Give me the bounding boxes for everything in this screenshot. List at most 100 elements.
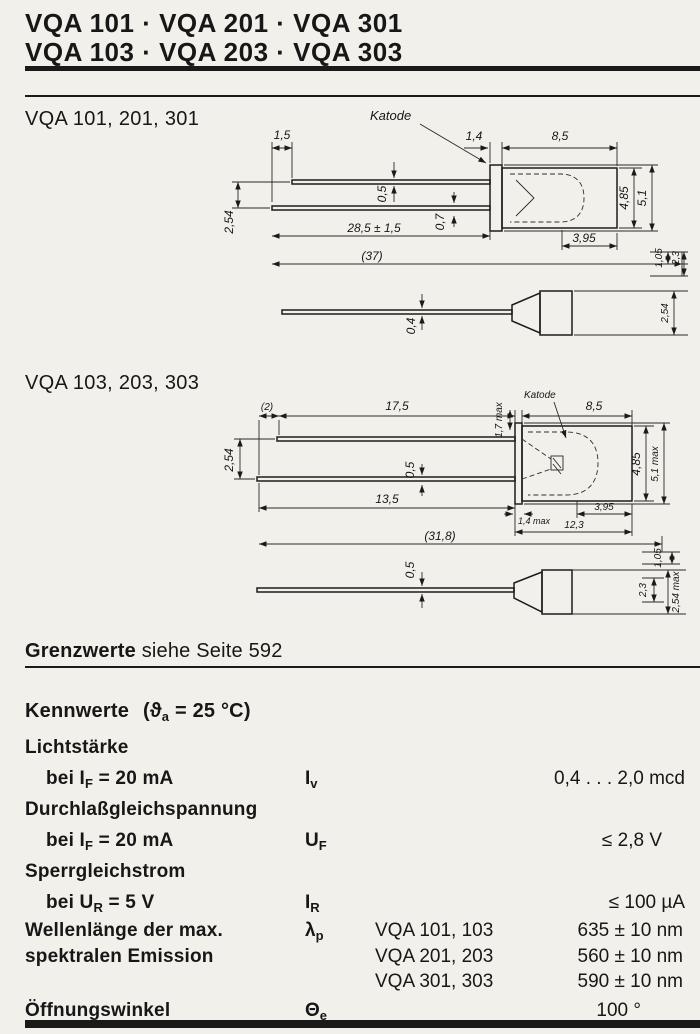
symbol-subscript: e [319, 1008, 328, 1023]
cond-lichtstaerke: bei IF = 20 mA [46, 768, 174, 791]
symbol-main: Θ [305, 1000, 320, 1021]
dim-r2-101: 2,3 [671, 251, 682, 266]
symbol-ir: IR [305, 892, 320, 915]
cond-subscript: F [85, 838, 94, 853]
page-title-line2: VQA 103 · VQA 203 · VQA 303 [25, 37, 403, 67]
group-lichtstaerke: Lichtstärke [25, 737, 129, 758]
value-lichtstaerke: 0,4 . . . 2,0 mcd [554, 768, 685, 789]
variant-value-1: 635 ± 10 nm [577, 920, 684, 941]
cond-text: bei I [46, 830, 86, 851]
dim-side-lead-103: 0,5 [403, 561, 417, 578]
drawing-vqa101: 1,5 Katode 1,4 8,5 0,5 4,85 5,1 2,54 28,… [222, 108, 688, 336]
dim-r2-103: 2,3 [638, 583, 649, 598]
dim-lead-pitch-103: 2,54 [222, 448, 236, 473]
dim-r3-101: 2,54 [660, 303, 671, 324]
dim-lead-offset-101: 1,5 [274, 128, 291, 142]
dim-upper-lead-103: 17,5 [385, 399, 409, 413]
dim-side-lead-101: 0,4 [404, 317, 418, 334]
title-rule [25, 66, 700, 71]
dim-r1-103: 1,05 [653, 548, 664, 568]
kennwerte-heading: Kennwerte (ϑa = 25 °C) [25, 700, 251, 724]
symbol-main: U [305, 830, 319, 851]
cond-durchlass: bei IF = 20 mA [46, 830, 174, 853]
dim-body-dia-101: 4,85 [617, 186, 631, 210]
dim-cap-len-101: 3,95 [572, 231, 596, 245]
dim-tip-offset-103: (2) [261, 402, 273, 413]
dimension-lines-101 [232, 123, 688, 336]
dim-r1-101: 1,05 [654, 248, 665, 268]
dim-inner-103: 12,3 [564, 520, 584, 531]
value-oeffnungswinkel: 100 ° [596, 1000, 641, 1021]
dim-overall-103: (31,8) [424, 529, 455, 543]
cond-rest: = 20 mA [93, 768, 174, 789]
section1-title: VQA 101, 201, 301 [25, 108, 200, 130]
page-title-line1: VQA 101 · VQA 201 · VQA 301 [25, 8, 403, 38]
sideview-package-101 [281, 290, 573, 336]
symbol-theta-e: Θe [305, 1000, 328, 1023]
dim-flange-len-101: 1,4 [466, 129, 483, 143]
dim-lead-len-101: 28,5 ± 1,5 [346, 221, 401, 235]
cond-rest: = 5 V [103, 892, 155, 913]
symbol-subscript: v [310, 776, 318, 791]
value-sperr: ≤ 100 µA [608, 892, 685, 913]
dim-notch-101: 0,7 [433, 212, 447, 230]
topview-package-103 [256, 422, 633, 505]
dim-body-len-101: 8,5 [552, 129, 569, 143]
cond-subscript: R [93, 900, 104, 915]
variant-value-2: 560 ± 10 nm [577, 946, 684, 967]
dim-lead-thick-101: 0,5 [375, 185, 389, 202]
variant-name-3: VQA 301, 303 [375, 971, 494, 992]
symbol-lambda-p: λp [305, 920, 324, 943]
variant-name-2: VQA 201, 203 [375, 946, 494, 967]
symbol-main: I [305, 892, 311, 913]
grenzwerte-bold: Grenzwerte [25, 640, 136, 662]
dim-overall-101: (37) [361, 249, 382, 263]
dim-lead-pitch-101: 2,54 [222, 210, 236, 235]
dim-flange-dia-101: 5,1 [635, 190, 649, 207]
dim-flange-dia-103: 5,1 max [650, 445, 661, 482]
label-wellenlaenge-1: Wellenlänge der max. [25, 920, 223, 941]
bottom-rule [25, 1020, 700, 1028]
katode-label-101: Katode [370, 108, 411, 123]
dim-kink-103: 1,7 max [494, 401, 505, 438]
value-durchlass: ≤ 2,8 V [601, 830, 662, 851]
kennwerte-title: Kennwerte [25, 700, 130, 722]
section2-title: VQA 103, 203, 303 [25, 372, 200, 394]
cond-subscript: F [85, 776, 94, 791]
label-wellenlaenge-2: spektralen Emission [25, 946, 214, 967]
kennwerte-condition: (ϑa = 25 °C) [143, 700, 251, 724]
dim-lower-lead-103: 13,5 [375, 492, 399, 506]
dim-r3-103: 2,54 max [671, 570, 682, 613]
symbol-uf: UF [305, 830, 327, 853]
cond-post: = 25 °C) [169, 700, 251, 722]
cond-sub: a [161, 709, 170, 724]
symbol-subscript: R [310, 900, 320, 915]
variant-name-1: VQA 101, 103 [375, 920, 494, 941]
symbol-subscript: p [315, 928, 324, 943]
topview-package-101 [271, 164, 618, 232]
katode-label-103: Katode [524, 390, 556, 401]
cond-sperr: bei UR = 5 V [46, 892, 155, 915]
sideview-package-103 [256, 569, 573, 615]
dim-cap-len-103: 3,95 [594, 502, 614, 513]
drawing-vqa103: (2) 17,5 1,7 max Katode 8,5 2,54 0,5 4,8… [222, 390, 686, 615]
symbol-main: λ [305, 920, 316, 941]
dimension-lines-103 [234, 401, 686, 615]
grenzwerte-line: Grenzwerte siehe Seite 592 [25, 640, 283, 663]
cond-text: bei I [46, 768, 86, 789]
cond-rest: = 20 mA [93, 830, 174, 851]
section-rule-top [25, 95, 700, 97]
symbol-main: I [305, 768, 311, 789]
group-sperr: Sperrgleichstrom [25, 861, 186, 882]
dim-flange-len-103: 1,4 max [518, 516, 551, 526]
symbol-iv: Iv [305, 768, 318, 791]
variant-value-3: 590 ± 10 nm [577, 971, 684, 992]
symbol-subscript: F [318, 838, 327, 853]
grenzwerte-rule [25, 666, 700, 668]
cond-pre: (ϑ [143, 700, 162, 722]
label-oeffnungswinkel: Öffnungswinkel [25, 1000, 171, 1021]
dim-body-len-103: 8,5 [586, 399, 603, 413]
dim-body-dia-103: 4,85 [629, 452, 643, 476]
cond-text: bei U [46, 892, 94, 913]
